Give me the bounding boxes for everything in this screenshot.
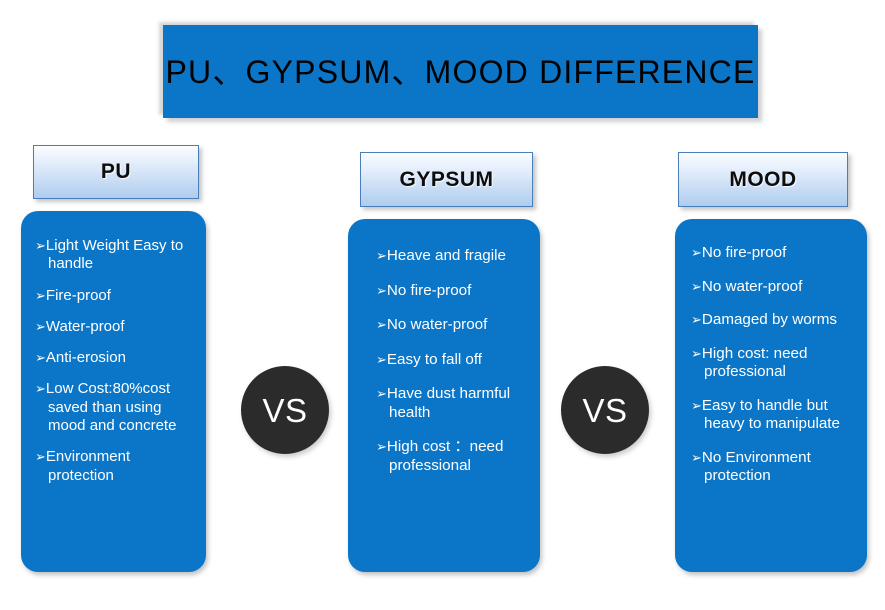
list-item-text: Environment protection bbox=[45, 448, 131, 484]
list-item-text: Damaged by worms bbox=[701, 311, 837, 329]
arrow-bullet-icon: ➢ bbox=[35, 449, 46, 465]
arrow-bullet-icon: ➢ bbox=[691, 449, 702, 465]
list-item: ➢Easy to fall off bbox=[376, 351, 528, 370]
arrow-bullet-icon: ➢ bbox=[35, 350, 46, 366]
list-item: ➢No Environment protection bbox=[691, 449, 855, 486]
arrow-bullet-icon: ➢ bbox=[35, 318, 46, 334]
column-header-mood: MOOD bbox=[678, 152, 848, 207]
vs-badge-left: VS bbox=[241, 366, 329, 454]
arrow-bullet-icon: ➢ bbox=[691, 245, 702, 260]
list-item-text: No Environment protection bbox=[701, 448, 811, 485]
arrow-bullet-icon: ➢ bbox=[691, 397, 702, 413]
list-item: ➢Environment protection bbox=[35, 448, 194, 485]
list-item: ➢Heave and fragile bbox=[376, 247, 528, 266]
list-item-text: Water-proof bbox=[45, 317, 125, 335]
list-item: ➢Anti-erosion bbox=[35, 349, 194, 367]
arrow-bullet-icon: ➢ bbox=[35, 238, 46, 253]
list-item: ➢Damaged by worms bbox=[691, 311, 855, 330]
list-item-text: No fire-proof bbox=[701, 244, 787, 261]
arrow-bullet-icon: ➢ bbox=[376, 248, 387, 263]
list-item-text: Anti-erosion bbox=[45, 349, 126, 367]
list-item-text: Have dust harmful health bbox=[386, 385, 511, 421]
column-panel-mood: ➢No fire-proof ➢No water-proof ➢Damaged … bbox=[675, 219, 867, 572]
arrow-bullet-icon: ➢ bbox=[376, 351, 387, 367]
list-item: ➢Water-proof bbox=[35, 318, 194, 336]
list-item-text: Fire-proof bbox=[45, 286, 111, 304]
list-item-text: Low Cost:80%cost saved than using mood a… bbox=[45, 380, 177, 435]
list-item-text: Heave and fragile bbox=[386, 247, 506, 264]
column-header-label-mood: MOOD bbox=[729, 167, 797, 191]
list-item: ➢No fire-proof bbox=[376, 282, 528, 301]
list-item: ➢Have dust harmful health bbox=[376, 385, 528, 422]
page-title: PU、GYPSUM、MOOD DIFFERENCE bbox=[165, 53, 756, 90]
list-item-text: High cost: need professional bbox=[701, 344, 808, 381]
list-item: ➢High cost ：need professional bbox=[376, 438, 528, 475]
arrow-bullet-icon: ➢ bbox=[376, 439, 387, 455]
vs-label: VS bbox=[582, 391, 628, 429]
list-item-text: Light Weight Easy to handle bbox=[45, 237, 184, 273]
list-item-text: High cost ：need professional bbox=[386, 438, 504, 474]
column-header-label-gypsum: GYPSUM bbox=[399, 167, 494, 191]
column-panel-pu: ➢Light Weight Easy to handle ➢Fire-proof… bbox=[21, 211, 206, 572]
vs-label: VS bbox=[262, 391, 308, 429]
title-banner: PU、GYPSUM、MOOD DIFFERENCE bbox=[163, 25, 758, 118]
column-header-gypsum: GYPSUM bbox=[360, 152, 533, 207]
vs-badge-right: VS bbox=[561, 366, 649, 454]
list-item: ➢No water-proof bbox=[691, 278, 855, 297]
list-item-text: Easy to handle but heavy to manipulate bbox=[701, 396, 840, 433]
feature-list-gypsum: ➢Heave and fragile ➢No fire-proof ➢No wa… bbox=[376, 247, 528, 475]
list-item: ➢Easy to handle but heavy to manipulate bbox=[691, 397, 855, 434]
feature-list-pu: ➢Light Weight Easy to handle ➢Fire-proof… bbox=[35, 237, 194, 485]
arrow-bullet-icon: ➢ bbox=[35, 287, 46, 303]
arrow-bullet-icon: ➢ bbox=[35, 381, 46, 397]
list-item: ➢High cost: need professional bbox=[691, 345, 855, 382]
arrow-bullet-icon: ➢ bbox=[376, 282, 387, 298]
column-header-label-pu: PU bbox=[100, 160, 132, 183]
arrow-bullet-icon: ➢ bbox=[376, 386, 387, 402]
list-item: ➢Fire-proof bbox=[35, 287, 194, 305]
column-header-pu: PU bbox=[33, 145, 199, 199]
list-item: ➢No fire-proof bbox=[691, 244, 855, 263]
list-item: ➢Light Weight Easy to handle bbox=[35, 237, 194, 274]
column-panel-gypsum: ➢Heave and fragile ➢No fire-proof ➢No wa… bbox=[348, 219, 540, 572]
feature-list-mood: ➢No fire-proof ➢No water-proof ➢Damaged … bbox=[691, 244, 855, 486]
list-item: ➢No water-proof bbox=[376, 316, 528, 335]
arrow-bullet-icon: ➢ bbox=[691, 345, 702, 361]
list-item-text: No water-proof bbox=[386, 316, 488, 334]
list-item-text: No water-proof bbox=[701, 277, 803, 295]
arrow-bullet-icon: ➢ bbox=[691, 278, 702, 294]
list-item-text: Easy to fall off bbox=[386, 350, 483, 368]
list-item: ➢Low Cost:80%cost saved than using mood … bbox=[35, 380, 194, 435]
list-item-text: No fire-proof bbox=[386, 281, 472, 299]
arrow-bullet-icon: ➢ bbox=[691, 312, 702, 328]
arrow-bullet-icon: ➢ bbox=[376, 317, 387, 333]
